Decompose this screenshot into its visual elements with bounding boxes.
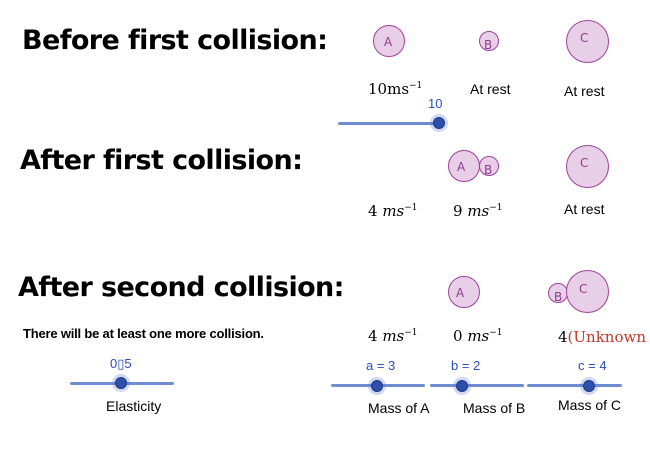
elasticity-slider-value: 0▯5 <box>110 356 132 371</box>
ball-c-before-label: C <box>580 31 589 45</box>
mass-c-slider-track[interactable] <box>527 384 622 387</box>
b-status-before: At rest <box>470 81 511 97</box>
elasticity-slider-caption: Elasticity <box>106 398 162 414</box>
a-speed-after-second: 4 ms−1 <box>368 327 418 345</box>
heading-before-first-collision: Before first collision: <box>22 25 328 56</box>
ball-b-after-second-label: B <box>554 290 563 304</box>
mass-a-slider-caption: Mass of A <box>368 400 430 416</box>
c-status-before: At rest <box>564 83 605 99</box>
mass-c-slider-value: c = 4 <box>578 358 607 373</box>
heading-after-second-collision: After second collision: <box>18 272 344 303</box>
ball-b-before[interactable] <box>479 31 499 51</box>
ball-a-before[interactable] <box>373 25 405 57</box>
ball-a-after-first[interactable] <box>448 150 480 182</box>
ball-b-after-first-label: B <box>484 163 493 177</box>
ball-a-after-second[interactable] <box>448 276 480 308</box>
mass-a-slider-knob[interactable] <box>368 377 386 395</box>
mass-b-slider-knob[interactable] <box>453 377 471 395</box>
mass-b-slider-track[interactable] <box>430 384 524 387</box>
ball-a-after-second-label: A <box>456 286 465 300</box>
ball-c-after-first[interactable] <box>566 145 609 188</box>
mass-b-slider-caption: Mass of B <box>463 400 526 416</box>
mass-a-slider-value: a = 3 <box>366 358 396 373</box>
ball-b-before-label: B <box>484 38 493 52</box>
ball-c-before[interactable] <box>566 20 609 63</box>
ball-c-after-second[interactable] <box>566 270 609 313</box>
mass-b-slider-value: b = 2 <box>451 358 481 373</box>
ball-b-after-first[interactable] <box>479 156 499 176</box>
ball-c-after-first-label: C <box>580 156 589 170</box>
elasticity-slider-knob[interactable] <box>112 374 130 392</box>
initial-speed-slider-value: 10 <box>428 96 443 111</box>
a-speed-before: 10ms−1 <box>368 80 423 98</box>
ball-a-after-first-label: A <box>457 160 466 174</box>
initial-speed-slider-track[interactable] <box>338 122 439 125</box>
a-speed-after-first: 4 ms−1 <box>368 202 418 220</box>
b-speed-after-first: 9 ms−1 <box>453 202 503 220</box>
ball-a-before-label: A <box>384 35 393 49</box>
c-status-after-first: At rest <box>564 201 605 217</box>
mass-c-slider-knob[interactable] <box>580 377 598 395</box>
b-speed-after-second: 0 ms−1 <box>453 327 503 345</box>
mass-c-slider-caption: Mass of C <box>558 397 622 413</box>
heading-after-first-collision: After first collision: <box>20 145 303 176</box>
ball-c-after-second-label: C <box>579 282 588 296</box>
c-speed-after-second: 4(Unknown <box>558 328 646 346</box>
initial-speed-slider-knob[interactable] <box>430 114 448 132</box>
collision-note: There will be at least one more collisio… <box>23 326 264 341</box>
